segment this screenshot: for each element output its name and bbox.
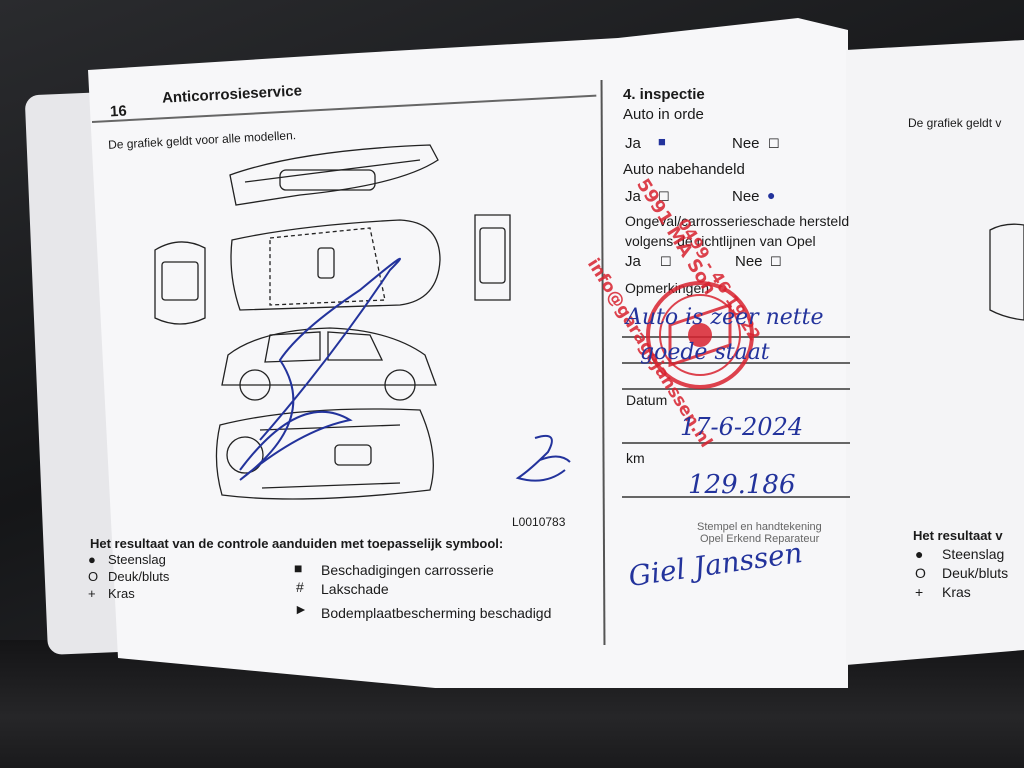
handwritten-remarks-1: Auto is zeer nette bbox=[626, 305, 824, 330]
remarks-line-2 bbox=[622, 362, 850, 364]
booklet-right-page bbox=[846, 40, 1024, 665]
handwritten-remarks-2: goede staat bbox=[640, 340, 770, 365]
q2-yes-checkbox[interactable]: ☐ bbox=[658, 189, 670, 204]
q-ongeval-line1: Ongeval/carrosserieschade hersteld bbox=[625, 213, 850, 229]
car-underbody-view bbox=[215, 408, 434, 500]
inspection-heading: 4. inspectie bbox=[623, 86, 705, 103]
date-line bbox=[622, 442, 850, 444]
legend-symbol-kras: + bbox=[88, 586, 96, 601]
q1-no-checkbox[interactable]: ☐ bbox=[768, 136, 780, 151]
handwritten-date: 17-6-2024 bbox=[680, 413, 804, 441]
right-legend-label-kras: Kras bbox=[942, 584, 971, 600]
remarks-line-1 bbox=[622, 336, 850, 338]
right-legend-heading: Het resultaat v bbox=[913, 528, 1003, 543]
legend-symbol-deuk: O bbox=[88, 569, 99, 584]
q-ongeval-line2: volgens de richtlijnen van Opel bbox=[625, 233, 816, 249]
legend-symbol-lakschade: # bbox=[296, 579, 304, 595]
legend-symbol-steenslag: ● bbox=[88, 552, 96, 567]
km-line bbox=[622, 496, 850, 498]
handwritten-km: 129.186 bbox=[688, 470, 796, 500]
km-label: km bbox=[626, 450, 645, 466]
diagram-code: L0010783 bbox=[512, 515, 566, 529]
right-legend-symbol-deuk: O bbox=[915, 565, 926, 581]
q1-no-label: Nee bbox=[732, 135, 760, 152]
car-plan-view bbox=[230, 219, 441, 311]
right-legend-label-deuk: Deuk/bluts bbox=[942, 565, 1009, 581]
car-rear-view bbox=[474, 214, 511, 301]
right-page-subtitle: De grafiek geldt v bbox=[908, 116, 1002, 130]
legend-label-lakschade: Lakschade bbox=[321, 581, 389, 597]
q3-yes-checkbox[interactable]: ☐ bbox=[660, 254, 672, 269]
legend-label-carrosserie: Beschadigingen carrosserie bbox=[321, 562, 494, 578]
initials-scribble bbox=[515, 434, 571, 482]
legend-symbol-bodemplaat: ► bbox=[294, 601, 308, 617]
q2-no-label: Nee bbox=[732, 188, 760, 205]
q-auto-nabehandeld: Auto nabehandeld bbox=[623, 161, 745, 178]
legend-label-deuk: Deuk/bluts bbox=[108, 569, 170, 584]
car-side-view bbox=[221, 327, 437, 401]
date-label: Datum bbox=[626, 392, 668, 408]
booklet-left-page bbox=[88, 18, 848, 688]
legend-heading: Het resultaat van de controle aanduiden … bbox=[90, 536, 504, 551]
legend-label-bodemplaat: Bodemplaatbescherming beschadigd bbox=[321, 605, 552, 621]
q3-no-label: Nee bbox=[735, 253, 763, 270]
legend-label-kras: Kras bbox=[108, 586, 135, 601]
car-front-view bbox=[154, 241, 206, 325]
q-auto-in-orde: Auto in orde bbox=[623, 106, 704, 123]
right-legend-symbol-kras: + bbox=[915, 584, 924, 600]
stamp-caption-1: Stempel en handtekening bbox=[697, 521, 822, 533]
q2-no-checkbox-checked[interactable]: ● bbox=[767, 187, 776, 203]
q2-yes-label: Ja bbox=[625, 188, 641, 205]
legend-label-steenslag: Steenslag bbox=[108, 552, 166, 567]
right-legend-label-steenslag: Steenslag bbox=[942, 546, 1005, 562]
right-legend-symbol-steenslag: ● bbox=[915, 546, 924, 562]
q1-yes-label: Ja bbox=[625, 135, 641, 152]
q3-no-checkbox[interactable]: ☐ bbox=[770, 254, 782, 269]
q1-yes-checkbox-checked[interactable]: ■ bbox=[658, 134, 666, 149]
pen-scribble bbox=[239, 257, 401, 481]
stamp-caption-2: Opel Erkend Reparateur bbox=[700, 533, 820, 545]
legend-symbol-carrosserie: ■ bbox=[294, 560, 303, 576]
car-top-view bbox=[229, 144, 439, 206]
remarks-line-3 bbox=[622, 388, 850, 390]
q3-yes-label: Ja bbox=[625, 253, 641, 270]
